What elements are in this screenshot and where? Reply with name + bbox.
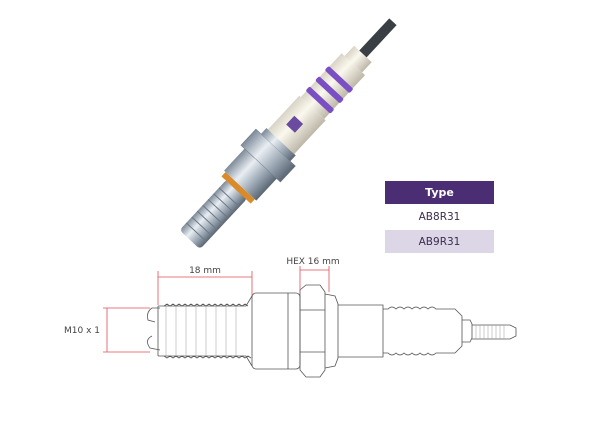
type-row: AB8R31 [418, 210, 461, 223]
type-table-header: Type [385, 181, 494, 204]
dimension-lines [103, 266, 330, 353]
thread-length-label: 18 mm [189, 266, 221, 276]
thread-teeth [163, 303, 252, 359]
thread-size-label: M10 x 1 [64, 326, 100, 336]
type-row: AB9R31 [385, 230, 494, 253]
type-table: Type AB8R31 AB9R31 [385, 181, 494, 253]
hex-size-label: HEX 16 mm [286, 257, 339, 267]
